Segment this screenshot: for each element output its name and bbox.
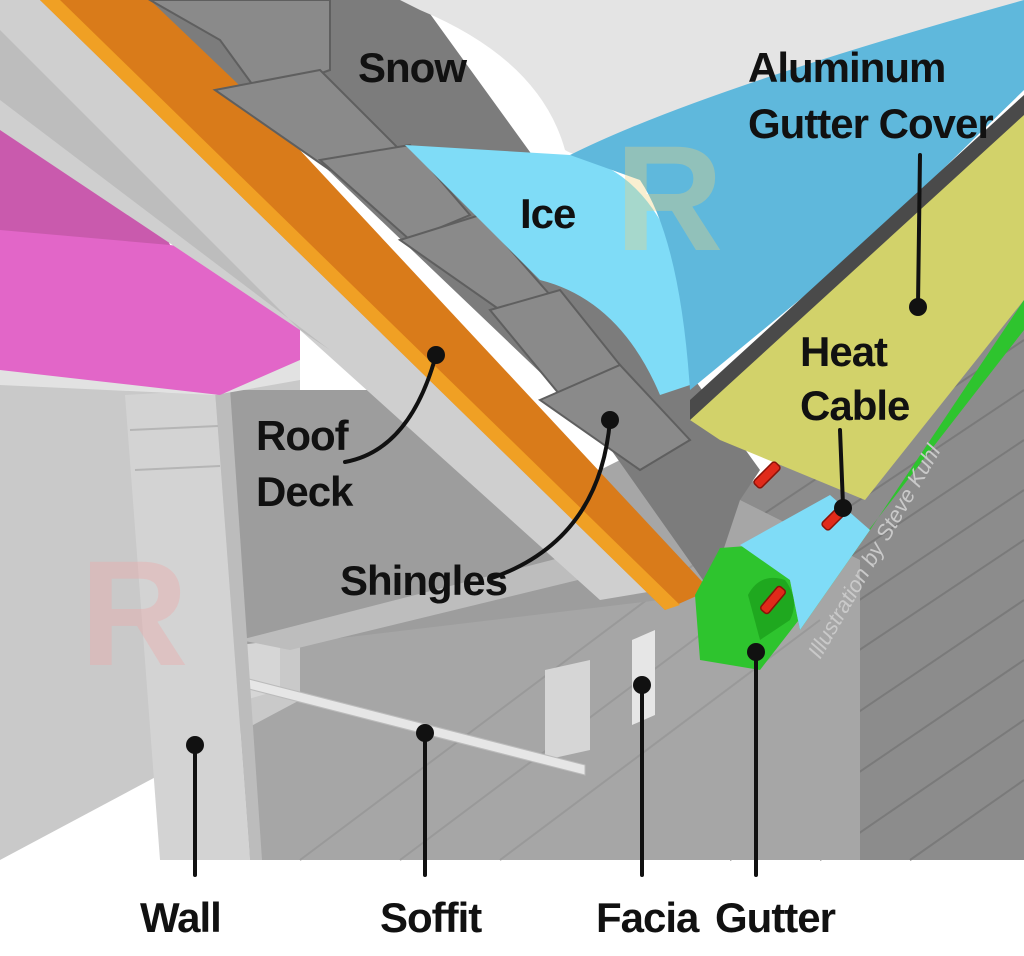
wall-edge xyxy=(215,388,262,860)
rafter-top xyxy=(240,545,660,650)
shingle-courses xyxy=(147,0,692,472)
label-heat-line2: Cable xyxy=(800,382,909,429)
wall-seams xyxy=(129,425,221,471)
label-roof-line1: Roof xyxy=(256,412,350,459)
label-wall: Wall xyxy=(140,894,221,941)
label-aluminum-line1: Aluminum xyxy=(748,44,945,91)
label-ice: Ice xyxy=(520,190,575,237)
label-facia: Facia xyxy=(596,894,700,941)
dot-shingles xyxy=(601,411,619,429)
dot-aluminum xyxy=(909,298,927,316)
dot-heat-cable xyxy=(834,499,852,517)
snow xyxy=(400,0,1024,160)
dot-roof-deck xyxy=(427,346,445,364)
label-shingles: Shingles xyxy=(340,557,507,604)
watermark-logo-left: R xyxy=(80,529,188,697)
leader-shingles xyxy=(490,418,612,580)
dot-wall xyxy=(186,736,204,754)
leader-heat-cable xyxy=(838,428,845,507)
gutter-cover-top xyxy=(570,0,1024,390)
label-roof-line2: Deck xyxy=(256,468,354,515)
label-aluminum-line2: Gutter Cover xyxy=(748,100,993,147)
dot-gutter xyxy=(747,643,765,661)
gutter-cover-face xyxy=(690,110,1024,500)
leader-aluminum xyxy=(916,153,922,307)
label-heat-line1: Heat xyxy=(800,328,888,375)
leader-roof-deck xyxy=(343,353,438,464)
label-soffit: Soffit xyxy=(380,894,482,941)
gutter-cover-lip xyxy=(690,95,1024,420)
watermark-logo-top: R xyxy=(615,114,723,282)
gutter xyxy=(695,300,1024,670)
label-snow: Snow xyxy=(358,44,467,91)
gutter-inner xyxy=(740,495,870,630)
rafter-2 xyxy=(545,660,590,760)
ice xyxy=(405,145,690,395)
roof-deck-edge xyxy=(40,0,680,610)
dot-facia xyxy=(633,676,651,694)
label-gutter: Gutter xyxy=(715,894,836,941)
roof-sheathing xyxy=(0,0,660,600)
wall-face xyxy=(125,390,250,860)
dot-soffit xyxy=(416,724,434,742)
